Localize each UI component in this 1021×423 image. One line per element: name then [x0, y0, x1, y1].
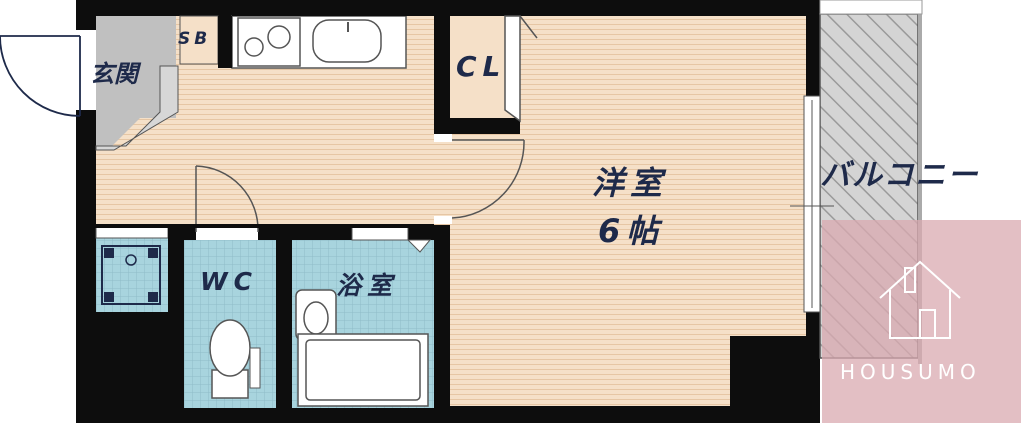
wall-notch	[730, 336, 810, 408]
wc-wall-right	[276, 226, 292, 408]
burner-2	[267, 25, 291, 49]
washer-leg-1	[104, 248, 114, 258]
watermark-house-icon	[879, 260, 961, 339]
toilet-bowl	[209, 319, 251, 377]
watermark-brand: HOUSUMO	[840, 360, 981, 384]
corridor-wall	[76, 224, 434, 228]
balcony-top	[819, 0, 923, 15]
closet-door-hinge	[519, 15, 538, 39]
closet-label: CL	[456, 50, 507, 83]
balcony-railing	[918, 0, 922, 364]
washer-bottom-wall	[76, 312, 184, 408]
shoe-box-label: SB	[178, 29, 212, 49]
bath-door-hinge	[406, 239, 432, 253]
bath-door	[351, 225, 409, 241]
bathtub	[297, 333, 429, 407]
washer-leg-4	[148, 292, 158, 302]
washer-leg-2	[148, 248, 158, 258]
washer-drain	[125, 254, 137, 266]
toilet-paper-holder	[249, 347, 261, 389]
washer-pan	[101, 245, 161, 305]
washer-leg-3	[104, 292, 114, 302]
bath-wall-right	[434, 226, 450, 408]
burner-1	[244, 37, 264, 57]
genkan-step	[95, 65, 179, 151]
closet-wall	[434, 16, 450, 134]
western-room-label: 洋室	[592, 164, 669, 202]
corridor-opening	[430, 140, 454, 225]
washbasin	[295, 289, 337, 341]
closet-door	[504, 15, 521, 123]
bathtub-inner	[305, 339, 421, 401]
room-door-frame-2	[434, 216, 452, 224]
genkan-label: 玄関	[90, 60, 138, 88]
bathroom-label: 浴室	[336, 271, 399, 300]
western-room-size-label: 6帖	[598, 212, 665, 250]
genkan-floor	[96, 16, 176, 146]
closet-bottom-wall	[434, 118, 520, 134]
kitchen-sink	[312, 19, 382, 63]
kitchen-top-wall	[232, 0, 434, 16]
shoe-box	[179, 15, 219, 65]
watermark-panel	[822, 220, 1021, 423]
balcony-label: バルコニー	[820, 158, 980, 193]
room-door-swing	[451, 139, 525, 219]
entrance-door-opening	[76, 30, 96, 110]
entrance-door-swing	[0, 35, 81, 117]
room-door-frame	[434, 134, 452, 142]
wc-door-swing	[195, 165, 259, 233]
shoe-box-wall	[218, 16, 232, 68]
toilet-label: WC	[200, 267, 258, 296]
